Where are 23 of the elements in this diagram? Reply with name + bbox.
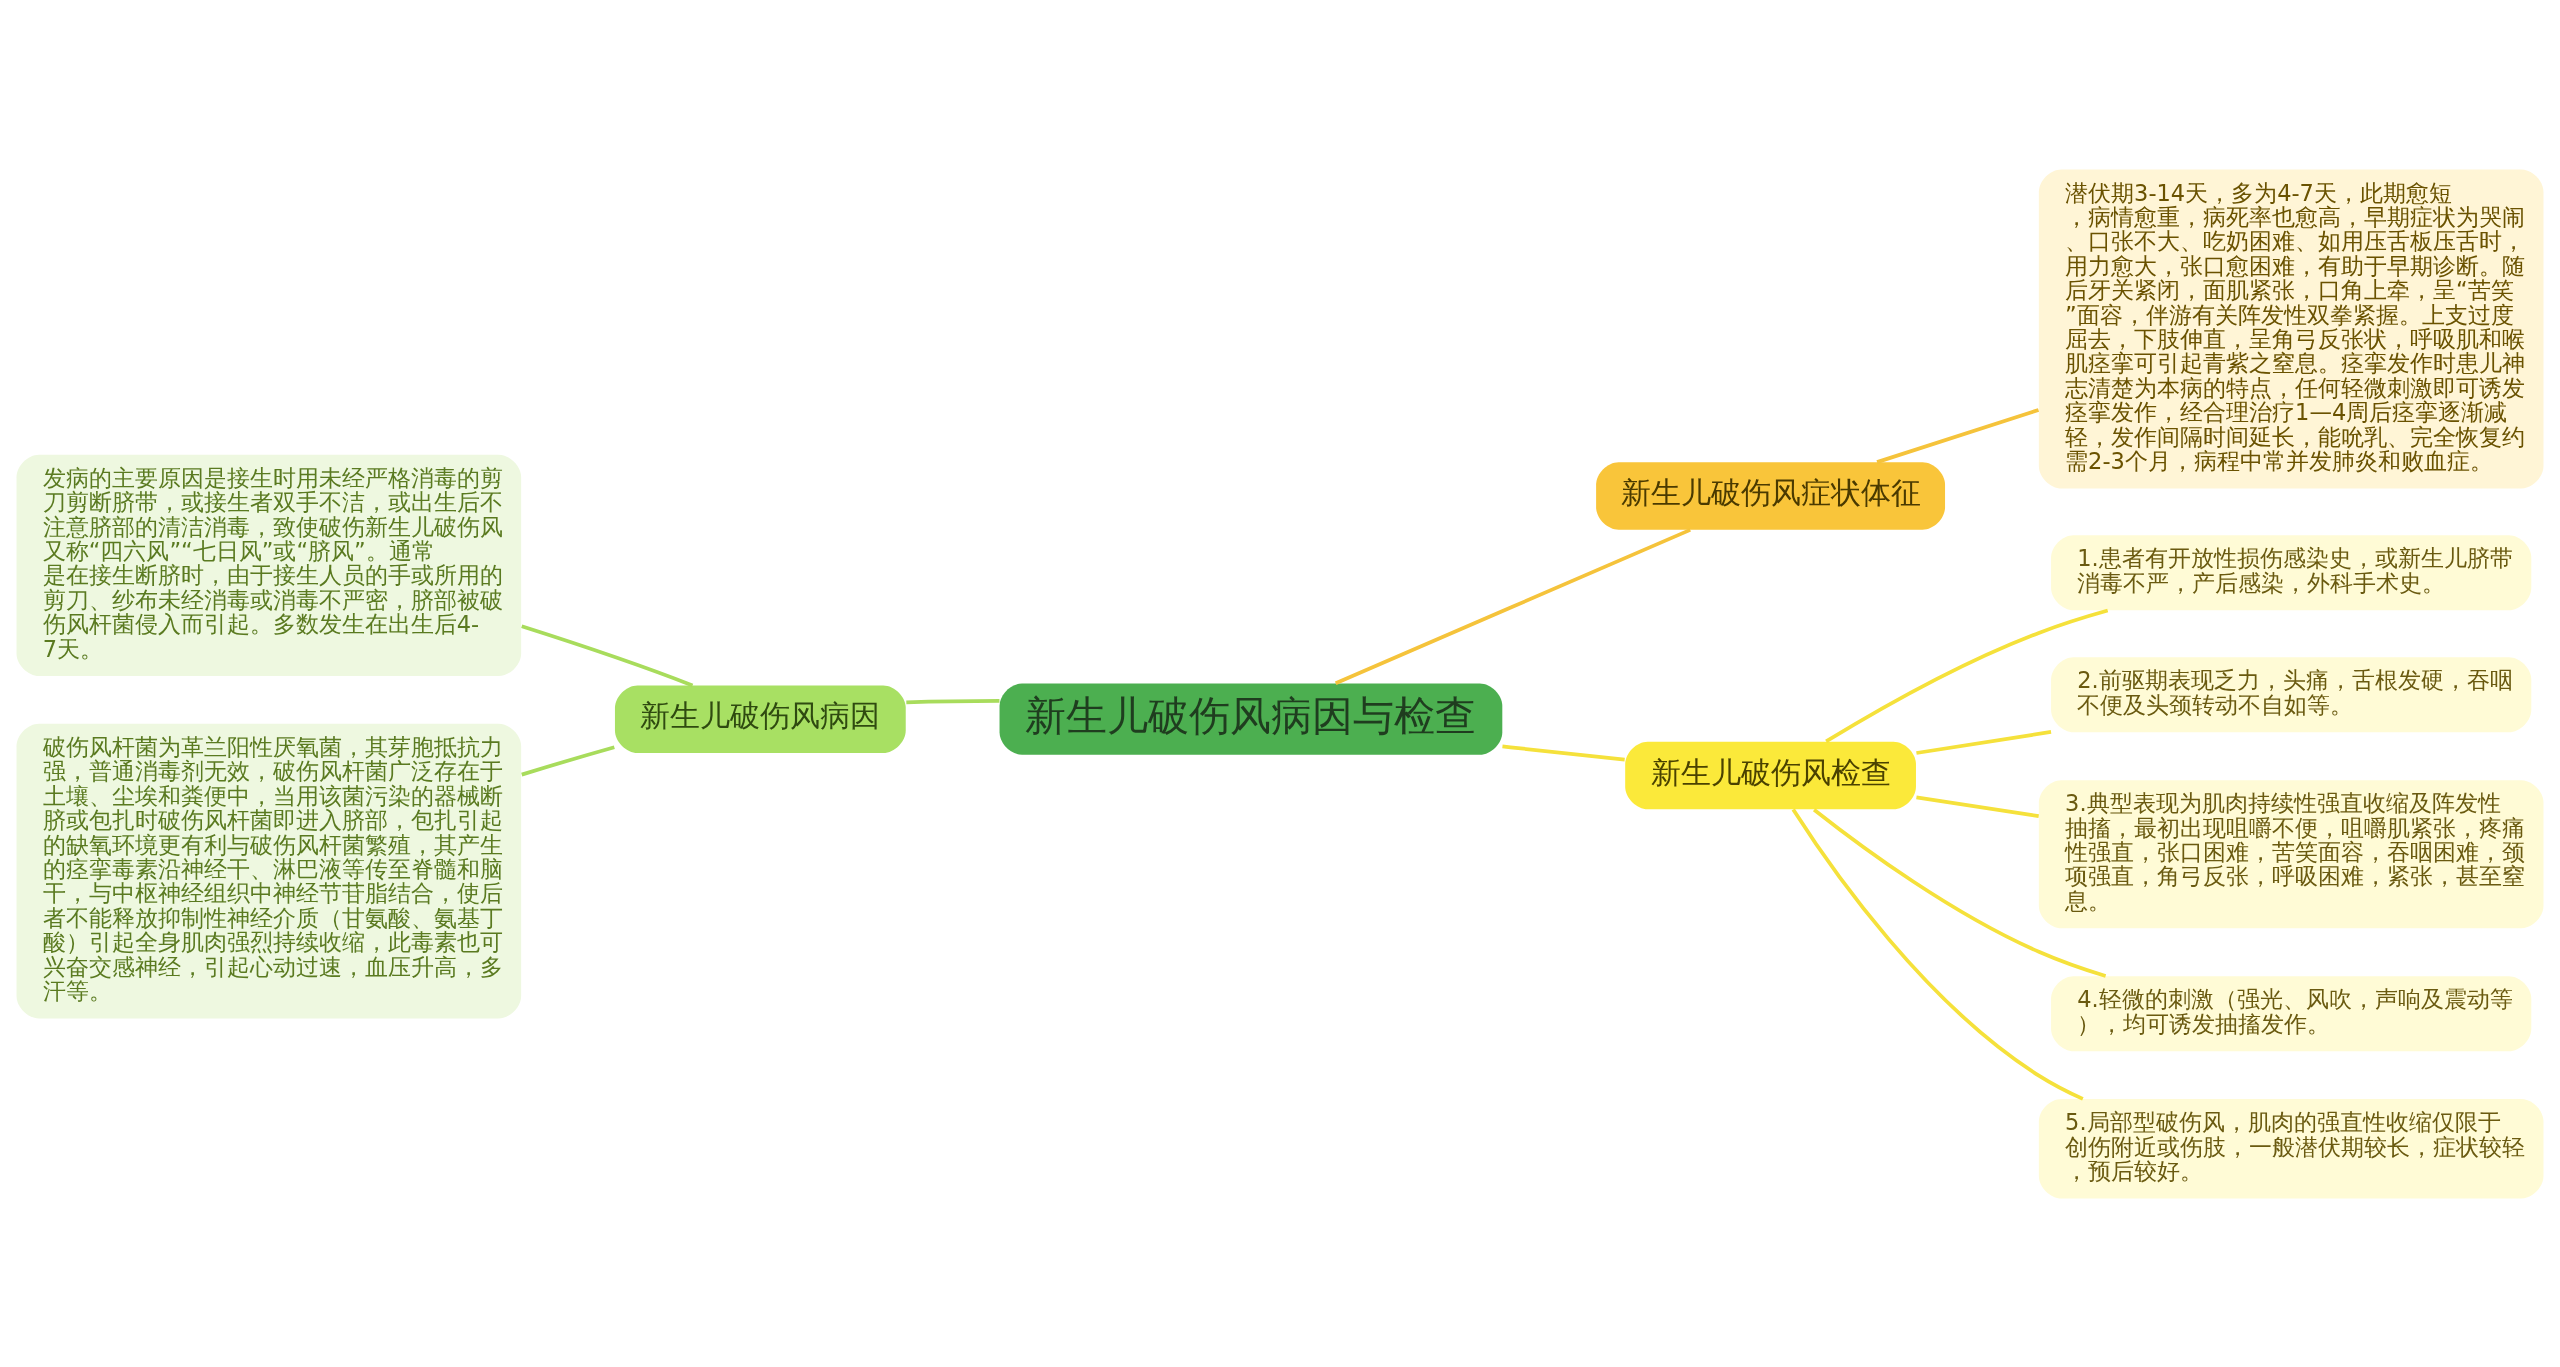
node-box: 1.患者有开放性损伤感染史，或新生儿脐带消毒不严，产后感染，外科手术史。 — [2051, 534, 2532, 610]
node-box: 新生儿破伤风病因 — [614, 684, 906, 753]
node-box: 新生儿破伤风症状体征 — [1596, 461, 1946, 530]
connector — [1825, 608, 2109, 743]
connector — [521, 623, 694, 687]
node-box: 新生儿破伤风病因与检查 — [999, 683, 1503, 755]
node-box: 新生儿破伤风检查 — [1625, 741, 1916, 809]
node-box: 潜伏期3-14天，多为4-7天，此期愈短，病情愈重，病死率也愈高，早期症状为哭闹、口张不大、吃奶困难、如用压舌板压舌时，用力愈大，张口愈困难，有助于早期诊断。随后牙关紧闭，面肌紧张，口角上牵，呈“苦笑”面容，伴游有关阵发性双拳紧握。上支过度屈去，下肢伸直，呈角弓反张状，呼吸肌和喉肌痉挛可引起青紫之窒息。痉挛发作时患儿神志清楚为本病的特点，任何轻微刺激即可诱发痉挛发作，经合理治疗1—4周后痉挛逐渐减轻，发作间隔时间延长，能吮乳、完全恢复约需2-3个月，病程中常并发肺炎和败血症。 — [2038, 169, 2544, 488]
node-box: 4.轻微的刺激（强光、风吹，声响及震动等），均可诱发抽搐发作。 — [2051, 975, 2532, 1051]
connector — [1876, 407, 2040, 464]
connector — [1502, 744, 1625, 762]
connector — [521, 744, 615, 776]
connector — [1812, 807, 2107, 978]
node-box: 5.局部型破伤风，肌肉的强直性收缩仅限于创伤附近或伤肢，一般潜伏期较长，症状较轻，预后较好。 — [2038, 1098, 2544, 1198]
connector — [1334, 527, 1691, 685]
node-box: 2.前驱期表现乏力，头痛，舌根发硬，吞咽不便及头颈转动不自如等。 — [2051, 656, 2532, 732]
connector — [1916, 729, 2052, 755]
node-box: 发病的主要原因是接生时用未经严格消毒的剪刀剪断脐带，或接生者双手不洁，或出生后不注意脐部的清洁消毒，致使破伤新生儿破伤风又称“四六风”“七日风”或“脐风”。通常是在接生断脐时，由于接生人员的手或所用的剪刀、纱布未经消毒或消毒不严密，脐部被破伤风杆菌侵入而引起。多数发生在出生后4-7天。 — [16, 454, 522, 676]
connector — [1916, 795, 2039, 818]
node-box: 破伤风杆菌为革兰阳性厌氧菌，其芽胞抵抗力强，普通消毒剂无效，破伤风杆菌广泛存在于土壤、尘埃和粪便中，当用该菌污染的器械断脐或包扎时破伤风杆菌即进入脐部，包扎引起的缺氧环境更有利与破伤风杆菌繁殖，其产生的痉挛毒素沿神经干、淋巴液等传至脊髓和脑干，与中枢神经组织中神经节苷脂结合，使后者不能释放抑制性神经介质（甘氨酸、氨基丁酸）引起全身肌肉强烈持续收缩，此毒素也可兴奋交感神经，引起心动过速，血压升高，多汗等。 — [16, 723, 522, 1018]
connector — [906, 698, 1000, 704]
node-box: 3.典型表现为肌肉持续性强直收缩及阵发性抽搐，最初出现咀嚼不便，咀嚼肌紧张，疼痛性强直，张口困难，苦笑面容，吞咽困难，颈项强直，角弓反张，呼吸困难，紧张，甚至窒息。 — [2038, 779, 2544, 928]
connector — [1791, 807, 2084, 1101]
